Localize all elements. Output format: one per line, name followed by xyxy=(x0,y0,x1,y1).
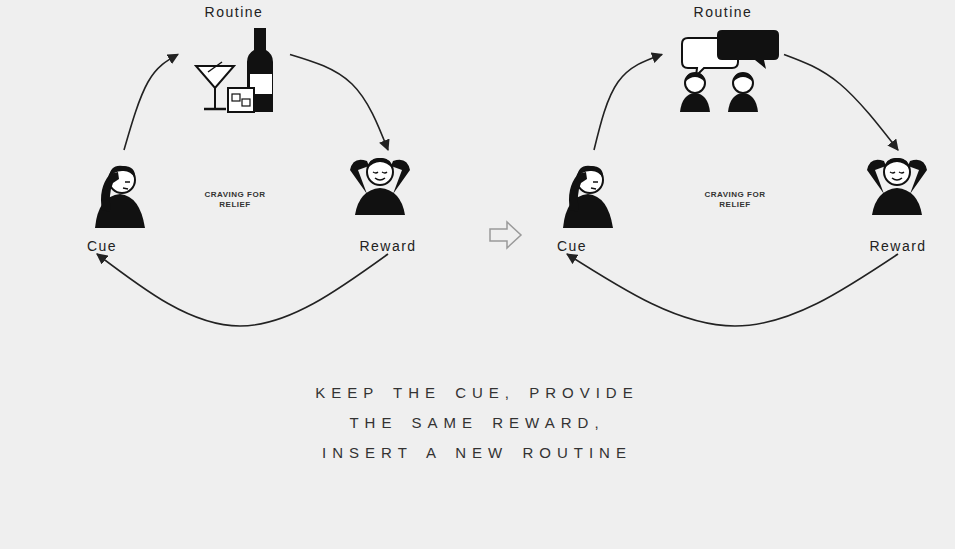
reward-person-illustration xyxy=(350,158,927,215)
loop-arrow xyxy=(124,54,178,150)
drinks-illustration xyxy=(196,28,273,112)
caption: KEEP THE CUE, PROVIDE THE SAME REWARD, I… xyxy=(262,378,692,468)
stage-label: Cue xyxy=(87,238,117,254)
stage-label: Routine xyxy=(694,4,753,20)
loop-arrow xyxy=(784,54,898,150)
loop-arrow xyxy=(594,54,662,150)
stage-label: Routine xyxy=(205,4,264,20)
loop-arrow xyxy=(290,54,388,150)
habit-loop-stage: Cue xyxy=(52,150,152,254)
stage-label: Cue xyxy=(557,238,587,254)
center-note: CRAVING FOR RELIEF xyxy=(200,190,270,210)
stage-label: Reward xyxy=(869,238,926,254)
stage-label: Reward xyxy=(359,238,416,254)
loop-arrow xyxy=(97,254,388,326)
center-note: CRAVING FOR RELIEF xyxy=(700,190,770,210)
habit-loop-stage: Routine xyxy=(662,4,784,116)
habit-loop-stage: Reward xyxy=(332,150,444,254)
transition-arrow xyxy=(490,222,521,248)
talking-illustration xyxy=(680,30,779,112)
habit-loop-stage: Cue xyxy=(522,150,622,254)
habit-loop-stage: Routine xyxy=(178,4,290,116)
habit-loop-stage: Reward xyxy=(845,150,951,254)
loop-arrow xyxy=(567,254,898,326)
